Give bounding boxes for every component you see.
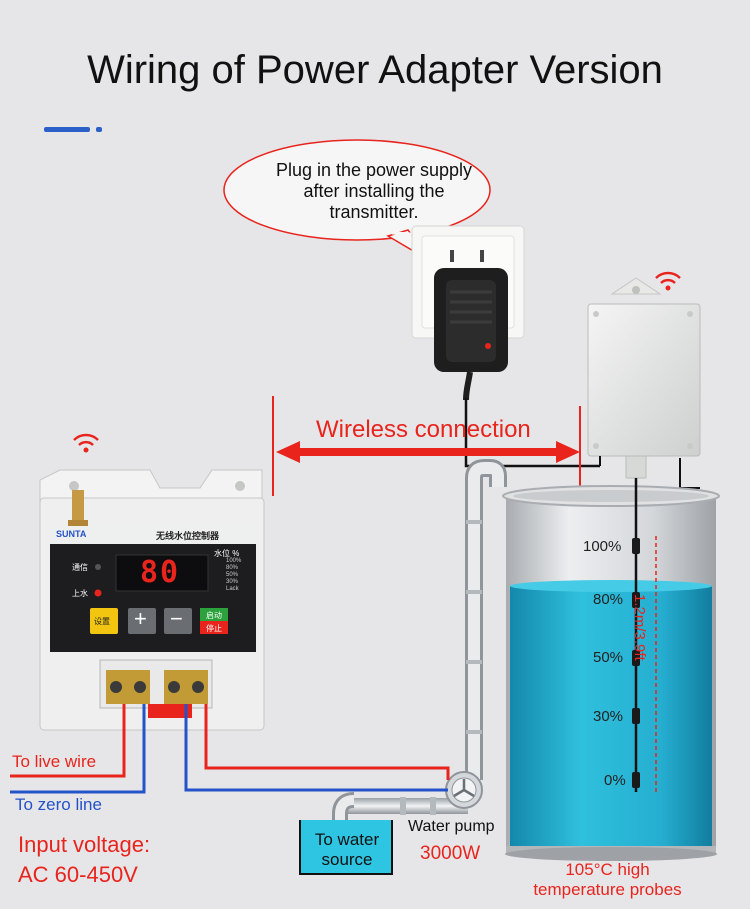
input-voltage-line1: Input voltage: <box>18 832 151 857</box>
controller-model-title: 无线水位控制器 <box>156 531 220 541</box>
water-source-box <box>299 820 393 875</box>
callout-bubble <box>223 139 491 263</box>
accent-dot <box>96 127 102 132</box>
input-voltage: Input voltage: AC 60-450V <box>18 830 150 890</box>
controller-comm-label: 通信 <box>72 563 88 572</box>
callout-text: Plug in the power supply after installin… <box>275 160 473 222</box>
minus-button[interactable]: − <box>170 606 183 631</box>
water-source-label: To water source <box>314 830 380 869</box>
page-title: Wiring of Power Adapter Version <box>87 48 663 92</box>
pump-label: Water pump <box>408 818 495 835</box>
pump-power: 3000W <box>420 843 481 864</box>
zero-line-label: To zero line <box>15 795 102 814</box>
probe-cable <box>632 478 657 792</box>
level-label-50: 50% <box>593 649 624 666</box>
level-row: 30% <box>226 579 239 585</box>
level-row: 50% <box>226 572 239 578</box>
water-tank <box>502 485 720 861</box>
plus-button[interactable]: + <box>134 606 147 631</box>
level-label-80: 80% <box>593 591 624 608</box>
wires <box>10 704 450 794</box>
water-pump <box>445 771 483 809</box>
level-label-0: 0% <box>604 772 626 789</box>
wireless-connection-arrow <box>272 396 581 500</box>
probe-length-label: 1.2m/3.9ft <box>631 594 648 661</box>
wireless-connection-label: Wireless connection <box>316 416 531 443</box>
wifi-icon-transmitter <box>655 271 681 291</box>
controller-unit <box>39 469 265 731</box>
transmitter-box <box>587 277 701 489</box>
stop-button[interactable]: 停止 <box>206 624 222 633</box>
start-button[interactable]: 启动 <box>206 611 222 620</box>
wifi-icon-controller <box>73 433 99 453</box>
input-voltage-line2: AC 60-450V <box>18 862 138 887</box>
controller-display: 80 <box>140 555 181 590</box>
controller-fill-label: 上水 <box>72 589 88 598</box>
water-pipe <box>332 459 507 822</box>
controller-level-header: 水位 % <box>214 549 240 558</box>
level-row: 80% <box>226 565 239 571</box>
level-label-30: 30% <box>593 708 624 725</box>
controller-brand: SUNTA <box>56 529 87 539</box>
set-button[interactable]: 设置 <box>94 617 110 626</box>
level-row: 100% <box>226 558 242 564</box>
probes-label: 105°C high temperature probes <box>533 860 682 899</box>
accent-bar <box>44 127 90 132</box>
power-adapter <box>434 268 600 468</box>
controller-level-rows: 100% 80% 50% 30% Lack <box>226 558 241 593</box>
level-label-100: 100% <box>583 538 622 555</box>
level-row: Lack <box>226 586 239 592</box>
live-wire-label: To live wire <box>12 752 97 771</box>
